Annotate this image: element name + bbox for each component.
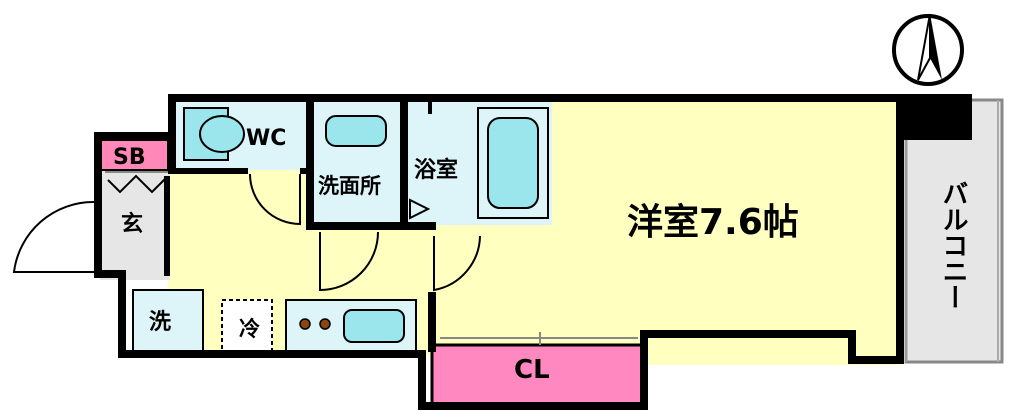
- doors: [12, 173, 481, 292]
- shoe-box-label: SB: [113, 145, 146, 170]
- closet-area: [430, 343, 644, 407]
- balcony-area: [904, 98, 1004, 364]
- wash-basin-icon: [325, 115, 387, 147]
- toilet-label: WC: [246, 126, 287, 151]
- north-compass-icon: [892, 13, 964, 86]
- main-room-label: 洋室7.6帖: [627, 202, 799, 243]
- bathroom-label: 浴室: [414, 158, 459, 183]
- closet-label: CL: [514, 355, 550, 385]
- fridge-label: 冷: [239, 317, 260, 341]
- kitchen-counter: [285, 299, 417, 356]
- entrance-area: [100, 170, 170, 280]
- outer-walls: [94, 94, 972, 410]
- toilet-icon: [183, 107, 245, 161]
- washroom-label: 洗面所: [318, 174, 381, 198]
- bathtub-icon: [477, 107, 549, 219]
- inner-walls: [164, 94, 436, 352]
- entrance-label: 玄: [121, 212, 144, 237]
- washer-label: 洗: [149, 310, 172, 335]
- balcony-label: バルコニー: [938, 180, 968, 310]
- fridge-space: [221, 299, 273, 356]
